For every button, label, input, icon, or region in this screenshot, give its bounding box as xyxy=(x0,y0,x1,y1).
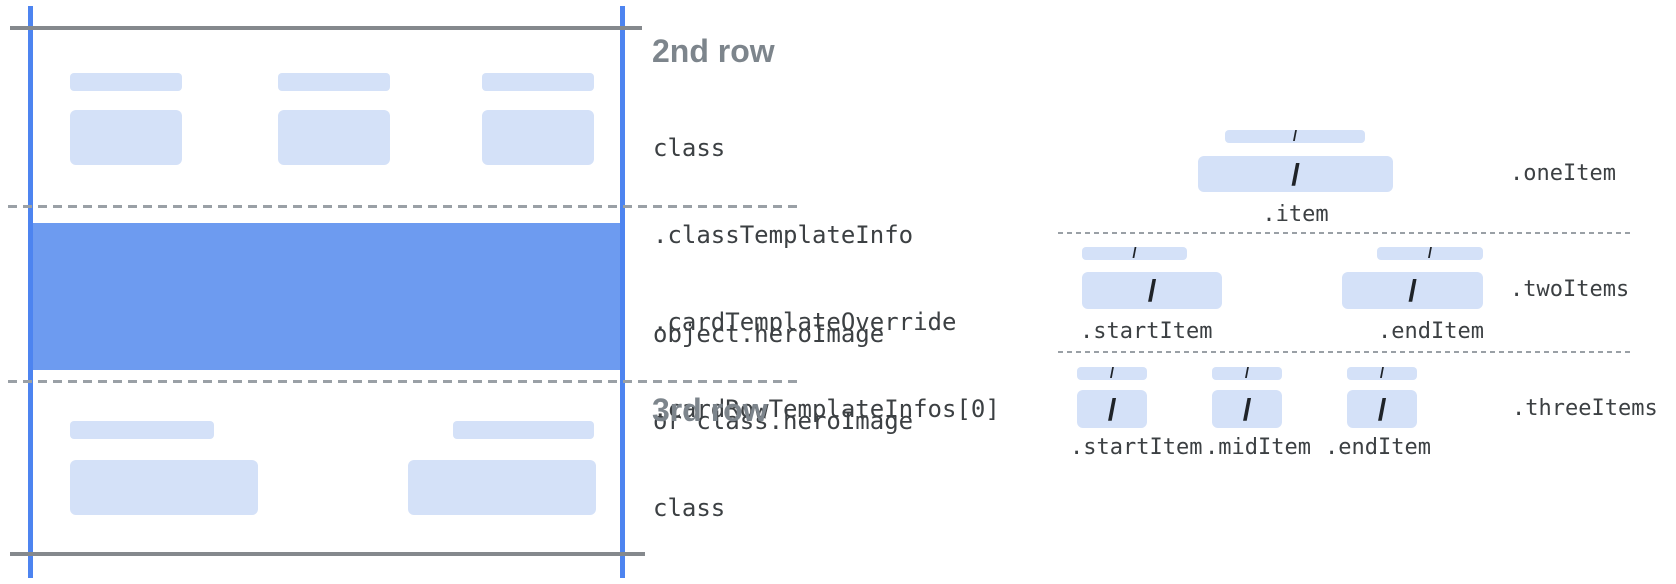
second-row-col2-label-bar xyxy=(278,73,390,91)
three-items-end-value-bar: / xyxy=(1347,390,1417,428)
two-items-end-item-label: .endItem xyxy=(1378,319,1484,344)
code-line: .cardTemplateOverride xyxy=(653,308,957,336)
third-row-start-value-box xyxy=(70,460,258,515)
third-row-end-label-bar xyxy=(453,421,594,439)
code-line: class xyxy=(653,134,726,162)
code-line: .cardRowTemplateInfos[0] xyxy=(653,395,1000,423)
second-row-field-path: class .classTemplateInfo .cardTemplateOv… xyxy=(653,76,1000,482)
second-row-separator-dashed-line xyxy=(8,205,800,208)
code-line: object.heroImage xyxy=(653,320,885,348)
card-top-boundary-line xyxy=(10,26,642,30)
second-row-col3-label-bar xyxy=(482,73,594,91)
slash-separator: / xyxy=(1408,273,1417,308)
code-line: .classTemplateInfo xyxy=(653,221,914,249)
third-row-end-value-box xyxy=(408,460,596,515)
two-items-start-item-label: .startItem xyxy=(1080,319,1213,344)
third-row-start-label-bar xyxy=(70,421,214,439)
hero-image-band xyxy=(33,223,620,370)
slash-separator: / xyxy=(1107,391,1117,427)
second-row-col1-value-box xyxy=(70,110,182,165)
three-items-section-label: .threeItems xyxy=(1512,396,1658,421)
one-item-label-bar: / xyxy=(1225,128,1365,145)
two-three-separator-dashed-line xyxy=(1058,351,1630,353)
three-items-end-label-bar: / xyxy=(1347,365,1417,382)
second-row-col3-value-box xyxy=(482,110,594,165)
slash-separator: / xyxy=(1379,365,1385,382)
slash-separator: / xyxy=(1244,365,1250,382)
two-items-start-label-bar: / xyxy=(1082,245,1187,262)
code-line: .classTemplateInfo xyxy=(653,581,1000,584)
one-item-item-label: .item xyxy=(1262,202,1329,227)
three-items-mid-value-bar: / xyxy=(1212,390,1282,428)
slash-separator: / xyxy=(1147,273,1157,308)
slash-separator: / xyxy=(1242,391,1252,427)
three-items-start-item-label: .startItem xyxy=(1070,435,1203,460)
three-items-end-item-label: .endItem xyxy=(1325,435,1431,460)
three-items-start-value-bar: / xyxy=(1077,390,1147,428)
one-item-section-label: .oneItem xyxy=(1510,161,1616,186)
two-items-end-value-bar: / xyxy=(1342,272,1483,309)
card-right-edge-guide xyxy=(620,6,625,578)
two-items-end-label-bar: / xyxy=(1377,245,1483,262)
code-line: or class.heroImage xyxy=(653,407,914,435)
two-items-section-label: .twoItems xyxy=(1510,277,1630,302)
slash-separator: / xyxy=(1291,156,1300,192)
one-item-value-bar: / xyxy=(1198,156,1393,192)
code-line: class xyxy=(653,494,726,522)
card-bottom-boundary-line xyxy=(10,552,645,556)
slash-separator: / xyxy=(1427,245,1433,262)
slash-separator: / xyxy=(1132,245,1137,262)
three-items-mid-label-bar: / xyxy=(1212,365,1282,382)
three-items-mid-item-label: .midItem xyxy=(1205,435,1311,460)
one-two-separator-dashed-line xyxy=(1058,232,1630,234)
second-row-col1-label-bar xyxy=(70,73,182,91)
hero-separator-dashed-line xyxy=(8,380,800,383)
hero-image-field-path: object.heroImage or class.heroImage xyxy=(653,262,913,494)
three-items-start-label-bar: / xyxy=(1077,365,1147,382)
third-row-field-path: class .classTemplateInfo .cardTemplateOv… xyxy=(653,436,1000,584)
second-row-col2-value-box xyxy=(278,110,390,165)
card-left-edge-guide xyxy=(28,6,33,578)
slash-separator: / xyxy=(1292,128,1298,145)
slash-separator: / xyxy=(1109,365,1115,382)
third-row-title: 3rd row xyxy=(652,392,768,428)
two-items-start-value-bar: / xyxy=(1082,272,1222,309)
second-row-title: 2nd row xyxy=(652,33,775,69)
slash-separator: / xyxy=(1377,391,1387,427)
